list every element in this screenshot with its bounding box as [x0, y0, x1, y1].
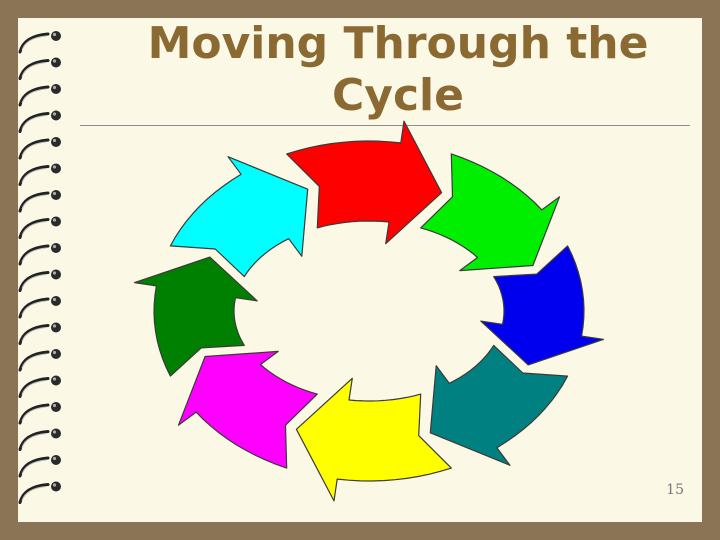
binding-ring: [18, 163, 61, 186]
binding-ring: [18, 269, 61, 292]
slide-title: Moving Through the Cycle: [98, 18, 698, 122]
binding-ring: [18, 428, 61, 451]
binding-ring: [18, 455, 61, 478]
page-number: 15: [666, 482, 684, 498]
binding-ring: [18, 137, 61, 160]
binding-ring: [18, 216, 61, 239]
cycle-arrow: [429, 344, 569, 466]
cycle-arrow: [169, 156, 309, 278]
cycle-arrow: [177, 350, 318, 469]
cycle-arrow: [134, 256, 258, 377]
binding-ring: [18, 57, 61, 80]
cycle-arrow: [480, 245, 604, 366]
cycle-arrow: [286, 120, 443, 245]
binding-ring: [18, 296, 61, 319]
binding-ring: [18, 349, 61, 372]
binding-ring: [18, 243, 61, 266]
binding-ring: [18, 110, 61, 133]
binding-ring: [18, 481, 61, 504]
title-underline: [80, 125, 690, 126]
cycle-arrow: [420, 153, 561, 272]
cycle-arrow: [295, 377, 452, 502]
title-line-2: Cycle: [332, 70, 464, 121]
binding-ring: [18, 322, 61, 345]
title-line-1: Moving Through the: [147, 18, 649, 69]
binding-ring: [18, 190, 61, 213]
binding-ring: [18, 84, 61, 107]
binding-ring: [18, 31, 61, 54]
binding-ring: [18, 402, 61, 425]
binding-ring: [18, 375, 61, 398]
notebook-spiral-binding: [18, 31, 61, 504]
